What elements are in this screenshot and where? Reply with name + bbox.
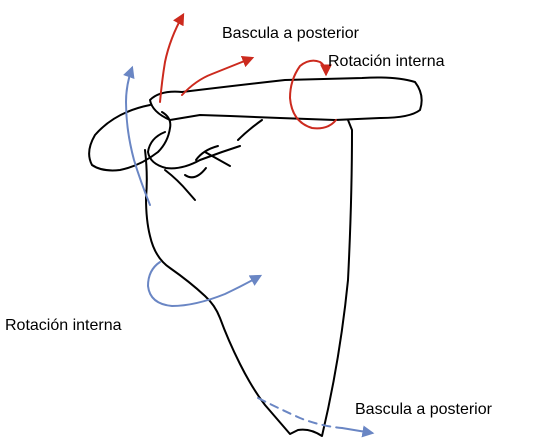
- red-arrow-upward: [160, 15, 183, 102]
- red-rotation-arrow: [290, 61, 336, 129]
- label-bottom-tilt: Bascula a posterior: [355, 401, 493, 418]
- blue-rotation-arrow: [148, 262, 260, 306]
- label-top-rotation: Rotación interna: [328, 53, 445, 70]
- label-top-tilt: Bascula a posterior: [222, 25, 360, 42]
- label-left-rotation: Rotación interna: [5, 317, 122, 334]
- bone-outline: [89, 78, 422, 437]
- red-arrow-right: [182, 58, 252, 95]
- clavicle-outline: [150, 78, 422, 121]
- blue-tilt-arrow-solid-end: [342, 428, 372, 433]
